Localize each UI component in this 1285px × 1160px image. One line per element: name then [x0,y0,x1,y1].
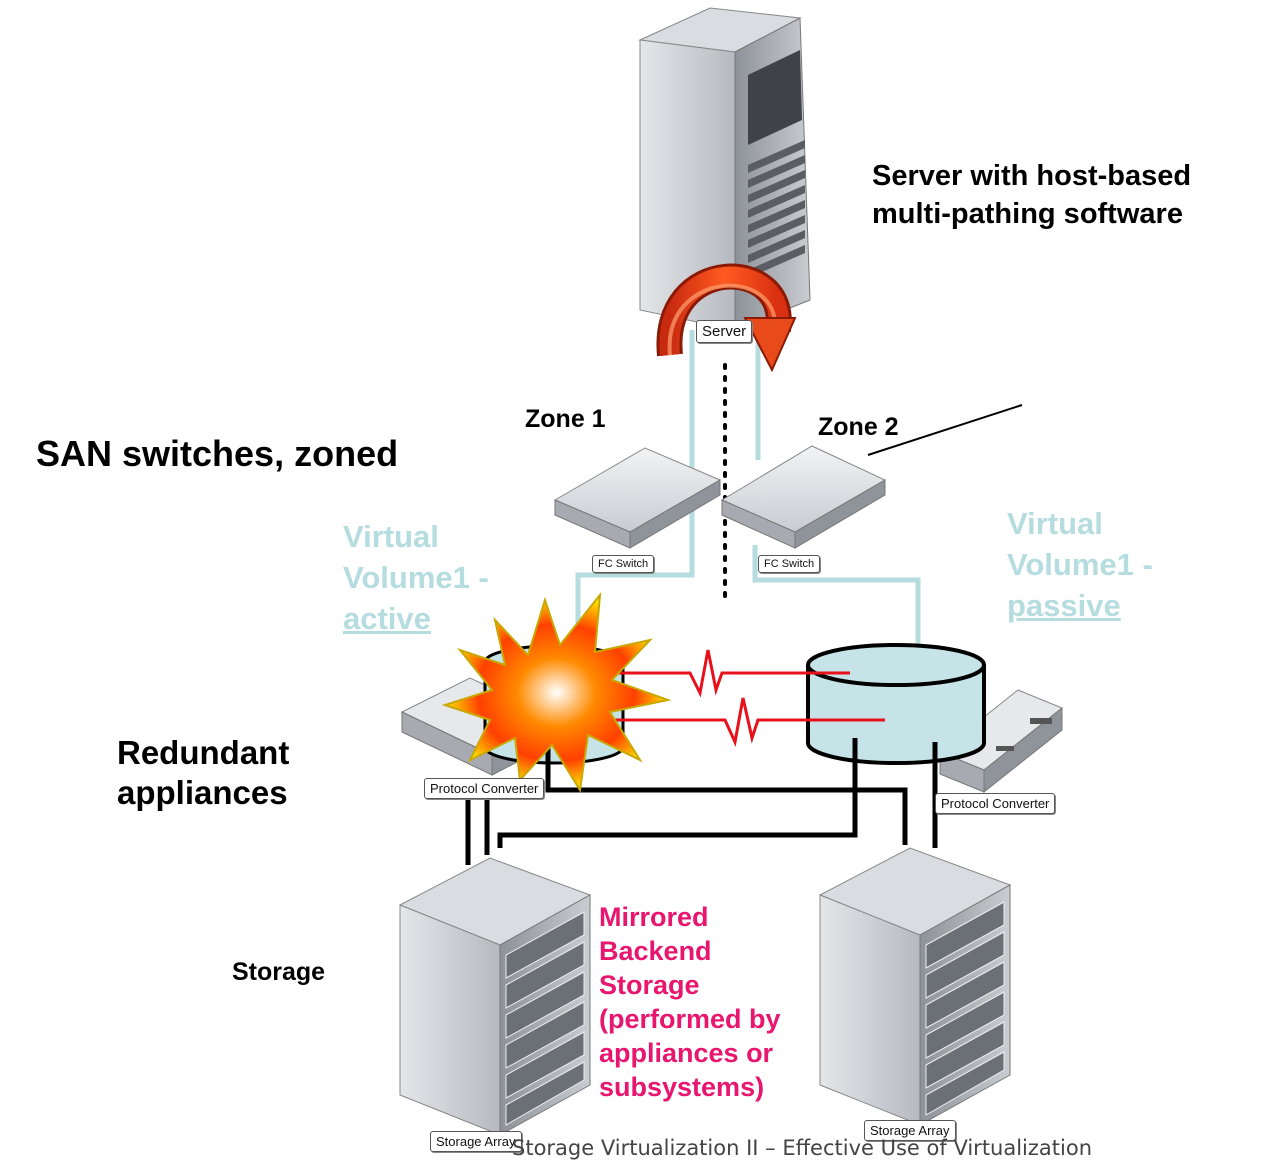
virtual-volume-active-line3: active [343,601,431,636]
mirrored-storage-label: Mirrored Backend Storage (performed by a… [599,900,781,1104]
virtual-volume-passive-label: Virtual Volume1 - passive [1007,503,1153,626]
virtual-volume-active-line1: Virtual [343,519,439,554]
storage-array-right-icon [818,847,1012,1126]
fc-switch-left-tag: FC Switch [592,555,655,573]
redundant-appliances-line1: Redundant [117,734,290,771]
server-tag: Server [696,320,753,343]
virtual-volume-active-label: Virtual Volume1 - active [343,516,489,639]
virtual-volume-passive-line2: Volume1 - [1007,547,1153,582]
storage-array-right-tag: Storage Array [864,1120,956,1141]
mirrored-storage-line1: Mirrored [599,902,709,932]
san-switches-label: SAN switches, zoned [36,433,399,474]
server-description: Server with host-based multi-pathing sof… [872,157,1191,233]
zone2-label: Zone 2 [818,413,899,441]
server-description-line2: multi-pathing software [872,198,1183,230]
fc-switch-right-icon [720,445,887,549]
failover-arrow-icon [656,263,797,373]
storage-array-left-tag: Storage Array [430,1131,522,1152]
redundant-appliances-line2: appliances [117,774,288,811]
virtual-volume-active-line2: Volume1 - [343,560,489,595]
mirrored-storage-line5: appliances or [599,1038,774,1068]
redundant-appliances-label: Redundant appliances [117,733,289,813]
zone2-pointer-line [867,404,1023,456]
storage-array-left-icon [398,857,592,1136]
virtual-volume-right-cylinder [806,643,986,765]
storage-label: Storage [232,958,326,986]
failure-burst-icon [441,591,672,793]
server-tower-icon [638,7,811,331]
protocol-converter-right-tag: Protocol Converter [935,793,1056,814]
mirror-link-lines [580,649,885,747]
virtual-volume-passive-line3: passive [1007,588,1121,623]
mirrored-storage-line3: Storage [599,970,700,1000]
virtual-volume-passive-line1: Virtual [1007,506,1103,541]
mirrored-storage-line2: Backend [599,936,712,966]
fc-switch-right-tag: FC Switch [758,555,821,573]
server-description-line1: Server with host-based [872,160,1192,192]
mirrored-storage-line4: (performed by [599,1004,781,1034]
zone1-label: Zone 1 [525,405,606,433]
footer-caption: Storage Virtualization II – Effective Us… [512,1136,1093,1160]
protocol-converter-left-tag: Protocol Converter [424,778,545,799]
mirrored-storage-line6: subsystems) [599,1072,765,1102]
fc-switch-left-icon [553,447,722,549]
